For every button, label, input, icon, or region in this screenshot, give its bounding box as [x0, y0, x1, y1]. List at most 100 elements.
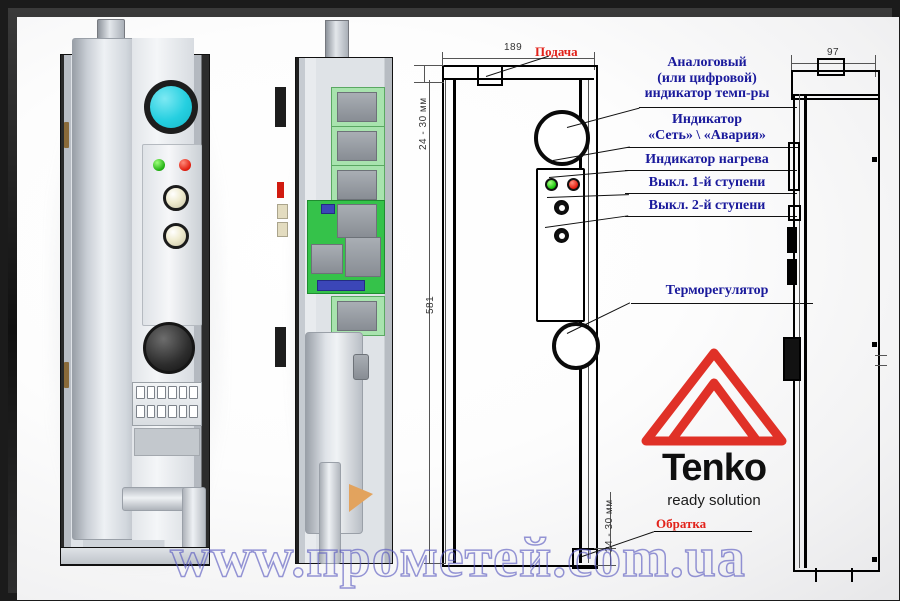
- front-inner-wall-left: [453, 78, 456, 563]
- annotation-line: Индикатор нагрева: [645, 152, 769, 167]
- pipe-dim-line-top: [424, 65, 425, 82]
- side-foot-right: [851, 568, 853, 582]
- internal-return-tube: [319, 462, 341, 564]
- side-inner-wall: [804, 94, 807, 568]
- terminal-block: [132, 382, 202, 426]
- power-led-green: [153, 159, 165, 171]
- side-top-cap: [791, 70, 880, 100]
- hinge-mid: [64, 362, 69, 388]
- front-top-edge: [442, 78, 594, 80]
- side-tick-2: [875, 365, 887, 366]
- annotation-rule-2: [627, 147, 799, 148]
- dim-width-label: 189: [504, 42, 523, 53]
- front-control-panel: [536, 168, 585, 322]
- supply-port: [477, 65, 503, 86]
- front-stage-1-switch[interactable]: [554, 200, 569, 215]
- dim-line-height: [429, 80, 430, 563]
- front-inner-wall-right-2: [588, 78, 589, 563]
- annotation-line: Индикатор: [671, 112, 743, 127]
- relay-4: [337, 204, 377, 238]
- side-vent-block-1: [787, 227, 797, 253]
- side-vent-upper: [275, 87, 286, 127]
- annotation-rule-4: [625, 193, 797, 194]
- tan-terminal-2: [277, 222, 288, 237]
- front-power-led-green: [545, 178, 558, 191]
- side-notch-top: [872, 157, 877, 162]
- front-alarm-led-red: [567, 178, 580, 191]
- tenko-triangle-icon: [641, 348, 787, 446]
- return-port: [572, 548, 598, 569]
- supply-label: Подача: [535, 44, 578, 59]
- side-tick-1: [875, 355, 887, 356]
- annotation-stage-2: Выкл. 2-й ступени: [617, 198, 797, 214]
- dim-ext-left-top: [442, 52, 443, 70]
- tenko-tagline: ready solution: [667, 492, 761, 509]
- front-outline: [442, 65, 598, 567]
- annotation-thermostat: Терморегулятор: [627, 283, 807, 299]
- annotation-line: Выкл. 2-й ступени: [648, 198, 766, 213]
- pipe-dim-top-label: 24 - 30 мм: [418, 97, 429, 150]
- hinge-upper: [64, 122, 69, 148]
- annotation-group: Аналоговый (или цифровой) индикатор темп…: [544, 55, 885, 355]
- front-inner-wall-left-2: [445, 78, 446, 563]
- tenko-logo: Tenko ready solution: [639, 347, 789, 519]
- front-temperature-gauge: [534, 110, 590, 166]
- pipe-dim-line-bot: [610, 492, 611, 566]
- outlet-pipe-vertical: [182, 487, 206, 551]
- relay-2: [337, 131, 377, 161]
- dim-depth-label: 97: [827, 47, 840, 58]
- diagram-canvas: 189 24 - 30 мм 581: [17, 17, 899, 600]
- side-flue-port: [817, 58, 845, 76]
- dim-ext-right-side: [875, 55, 876, 77]
- relay-6: [337, 301, 377, 331]
- annotation-line: индикатор темп-ры: [644, 86, 770, 102]
- side-bracket-small: [788, 205, 801, 221]
- annotation-temp-indicator: Аналоговый (или цифровой) индикатор темп…: [617, 55, 797, 102]
- cable-gland-plate: [134, 428, 200, 456]
- dim-ext-left-side: [791, 55, 792, 77]
- dim-line-width: [442, 58, 595, 59]
- connector-header: [317, 280, 365, 291]
- dim-line-depth: [791, 63, 876, 64]
- thermostat-knob[interactable]: [143, 322, 195, 374]
- relay-3: [337, 170, 377, 200]
- side-outlet-block: [783, 337, 801, 381]
- view-side-profile: 97: [779, 37, 899, 582]
- side-vent-lower: [275, 327, 286, 367]
- annotation-stage-1: Выкл. 1-й ступени: [617, 175, 797, 191]
- front-thermostat-dial[interactable]: [552, 322, 600, 370]
- red-terminal-marker: [277, 182, 284, 198]
- tank-sensor-pocket: [353, 354, 369, 380]
- view-3d-render: [42, 19, 232, 572]
- tan-terminal-1: [277, 204, 288, 219]
- side-outline: [793, 94, 880, 572]
- annotation-rule-3: [625, 170, 797, 171]
- front-stage-2-switch[interactable]: [554, 228, 569, 243]
- annotation-heating-indicator: Индикатор нагрева: [617, 152, 797, 168]
- view-internal-cutaway: [275, 20, 407, 572]
- stage-1-switch-knob[interactable]: [163, 185, 189, 211]
- tenko-wordmark: Tenko: [661, 447, 767, 489]
- annotation-line: «Сеть» \ «Авария»: [648, 127, 766, 143]
- annotation-rule-5: [625, 216, 797, 217]
- annotation-net-alarm: Индикатор «Сеть» \ «Авария»: [617, 112, 797, 143]
- pipe-dim-ext-bot-2: [594, 565, 616, 566]
- dim-height-label: 581: [425, 295, 436, 314]
- side-inner-wall-2: [799, 94, 800, 568]
- side-vent-block-2: [787, 259, 797, 285]
- annotation-rule-6: [631, 303, 813, 304]
- orange-flow-marker: [349, 484, 373, 512]
- annotation-line: Терморегулятор: [665, 283, 769, 298]
- stage-2-switch-knob[interactable]: [163, 223, 189, 249]
- side-notch-low: [872, 557, 877, 562]
- dim-ext-right-top: [594, 52, 595, 70]
- annotation-rule-1: [639, 107, 797, 108]
- side-notch-mid: [872, 342, 877, 347]
- annotation-line: Аналоговый: [667, 55, 747, 70]
- transformer: [311, 244, 343, 274]
- internal-flue-stack: [325, 20, 349, 62]
- side-bracket-upper: [788, 142, 800, 191]
- relay-1: [337, 92, 377, 122]
- boiler-base: [60, 547, 210, 565]
